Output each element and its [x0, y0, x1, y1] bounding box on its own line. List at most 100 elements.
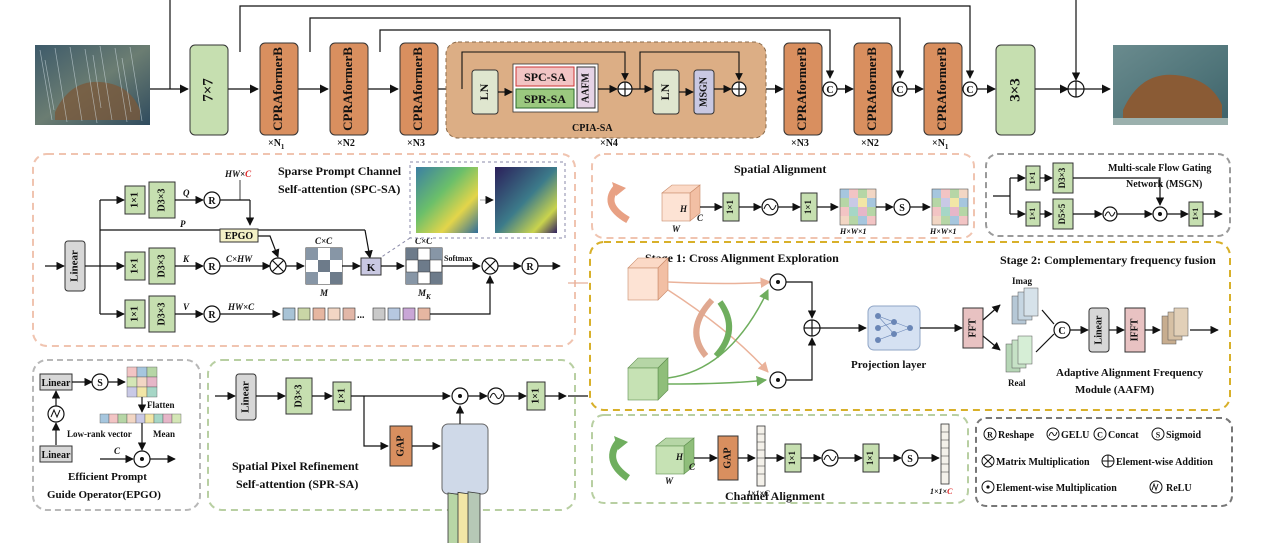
svg-text:R: R [526, 262, 534, 273]
cpraformer-block-enc3: CPRAformerB [399, 42, 439, 136]
svg-text:1×1×C: 1×1×C [747, 489, 770, 498]
svg-text:1×1: 1×1 [530, 388, 541, 404]
channel-dim2: 1×1×C [930, 487, 953, 496]
svg-text:CPRAformerB: CPRAformerB [340, 47, 355, 131]
svg-text:1×1: 1×1 [1028, 172, 1037, 185]
svg-text:K: K [182, 254, 190, 264]
svg-text:Module (AAFM): Module (AAFM) [1075, 384, 1154, 396]
svg-text:C: C [1058, 326, 1065, 337]
svg-text:Flatten: Flatten [147, 400, 175, 410]
svg-text:Efficient Prompt: Efficient Prompt [68, 471, 147, 483]
conv-3x3-label: 3×3 [1007, 78, 1023, 102]
channel-cube [655, 437, 695, 475]
svg-text:S: S [899, 203, 905, 214]
svg-text:C: C [1097, 431, 1103, 440]
aafm-spatial-cube [627, 257, 669, 301]
svg-text:C×HW: C×HW [226, 254, 253, 264]
legend-concat-icon [1093, 427, 1107, 441]
channel-alignment-panel: H W C GAP 1×1×C 1×1 1×1 S 1 [591, 414, 969, 504]
svg-text:C×C: C×C [415, 236, 433, 246]
svg-text:V: V [183, 302, 190, 312]
svg-text:CPRAformerB: CPRAformerB [410, 47, 425, 131]
svg-text:CPRAformerB: CPRAformerB [864, 47, 879, 131]
svg-text:Element-wise Multiplication: Element-wise Multiplication [996, 483, 1117, 494]
svg-text:Projection layer: Projection layer [851, 359, 926, 371]
svg-text:Linear: Linear [1093, 315, 1104, 344]
svg-text:Guide Operator(EPGO): Guide Operator(EPGO) [47, 489, 161, 501]
svg-text:1×1: 1×1 [129, 258, 140, 274]
svg-text:Mean: Mean [153, 429, 175, 439]
svg-text:H: H [679, 204, 688, 214]
cpia-sa-block: CPIA-SA LN SPC-SA SPR-SA AAFM LN MSGN [445, 41, 767, 139]
svg-text:Channel Alignment: Channel Alignment [725, 489, 825, 503]
svg-text:Self-attention (SPR-SA): Self-attention (SPR-SA) [236, 477, 358, 491]
spc-v-conv1 [124, 299, 146, 329]
svg-text:Imag: Imag [1012, 276, 1032, 286]
svg-text:C: C [966, 85, 973, 96]
svg-text:Network (MSGN): Network (MSGN) [1126, 179, 1202, 190]
svg-text:Spatial Alignment: Spatial Alignment [734, 162, 826, 176]
svg-text:GELU: GELU [1061, 430, 1089, 441]
svg-text:C: C [697, 213, 704, 223]
aafm-channel-cube [627, 357, 669, 401]
imag-stack [1011, 287, 1039, 325]
svg-text:1×1: 1×1 [787, 450, 797, 465]
svg-text:Stage 2: Complementary frequen: Stage 2: Complementary frequency fusion [1000, 253, 1216, 267]
token-sequence [282, 307, 431, 321]
svg-text:D5×5: D5×5 [1057, 203, 1067, 224]
top-pipeline: 7×7 CPRAformerB ×N1 CPRAformerB ×N2 CPRA… [35, 0, 1228, 151]
svg-text:IFFT: IFFT [1129, 318, 1140, 341]
spr-feature-stack [441, 423, 489, 543]
svg-text:C: C [689, 462, 696, 472]
svg-text:Spatial Pixel Refinement: Spatial Pixel Refinement [232, 459, 359, 473]
spr-sa-panel: Linear D3×3 1×1 GAP 1×1 Spatial Pixel Re… [207, 359, 576, 543]
svg-text:S: S [97, 378, 103, 389]
legend-relu-icon [1149, 480, 1163, 494]
svg-text:CPRAformerB: CPRAformerB [270, 47, 285, 131]
attention-heatmap-inset [379, 161, 566, 259]
svg-text:1×1: 1×1 [336, 388, 347, 404]
svg-text:D3×3: D3×3 [156, 303, 167, 326]
legend-reshape-icon [983, 427, 997, 441]
svg-text:Linear: Linear [42, 450, 71, 461]
svg-text:C×C: C×C [315, 236, 333, 246]
svg-text:D3×3: D3×3 [293, 385, 304, 408]
svg-text:Adaptive Alignment Frequency: Adaptive Alignment Frequency [1056, 367, 1204, 379]
cpraformer-block-enc2: CPRAformerB [329, 42, 369, 136]
svg-text:EPGO: EPGO [225, 231, 254, 242]
svg-text:M: M [319, 288, 329, 298]
rainy-input-image [35, 45, 150, 125]
svg-text:Matrix Multiplication: Matrix Multiplication [996, 457, 1090, 468]
spr-dconv3 [285, 377, 313, 415]
svg-text:H×W×1: H×W×1 [929, 227, 956, 236]
enc2-count: ×N2 [337, 138, 355, 149]
svg-text:W: W [672, 224, 681, 234]
svg-text:Real: Real [1008, 378, 1026, 388]
svg-text:Stage 1: Cross Alignment Explo: Stage 1: Cross Alignment Exploration [645, 251, 839, 265]
svg-text:R: R [987, 431, 993, 440]
svg-text:R: R [208, 310, 216, 321]
matrix-m [305, 247, 343, 285]
spc-k-conv1 [124, 251, 146, 281]
svg-text:ReLU: ReLU [1166, 483, 1192, 494]
svg-text:K: K [367, 262, 376, 274]
svg-text:Multi-scale Flow Gating: Multi-scale Flow Gating [1108, 163, 1211, 174]
channel-vector-2 [940, 423, 950, 485]
svg-text:Linear: Linear [240, 381, 252, 413]
aafm-box [576, 66, 596, 109]
low-rank-vector [99, 413, 182, 424]
svg-text:1×1: 1×1 [129, 192, 140, 208]
svg-text:SPR-SA: SPR-SA [524, 92, 566, 106]
svg-text:R: R [208, 196, 216, 207]
svg-text:CPRAformerB: CPRAformerB [934, 47, 949, 131]
enc3-count: ×N3 [407, 138, 425, 149]
spatial-grid-1 [839, 188, 877, 226]
svg-text:1×1: 1×1 [725, 199, 735, 214]
svg-text:Linear: Linear [69, 250, 81, 282]
svg-text:FFT: FFT [967, 318, 978, 337]
spc-sa-box [515, 66, 575, 87]
svg-text:Element-wise Addition: Element-wise Addition [1116, 457, 1213, 468]
cpraformer-block-dec3: CPRAformerB [783, 42, 823, 136]
svg-text:Softmax: Softmax [444, 254, 472, 263]
